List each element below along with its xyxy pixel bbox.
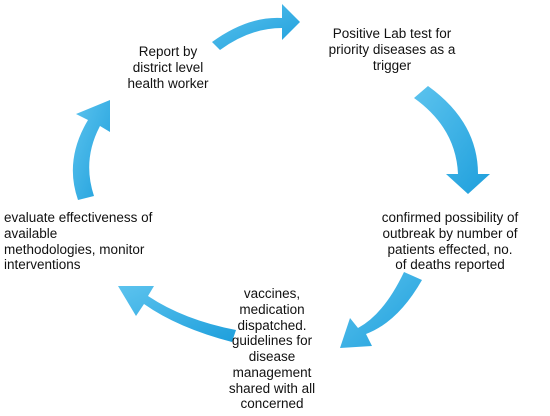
step-evaluate-text: evaluate effectiveness of available meth… bbox=[4, 210, 153, 273]
arrow-evaluate-to-report bbox=[72, 100, 110, 200]
arrow-lab-to-confirm bbox=[414, 86, 490, 194]
arrow-report-to-lab bbox=[212, 4, 300, 50]
step-confirm-outbreak-text: confirmed possibility of outbreak by num… bbox=[381, 210, 519, 273]
step-vaccines-dispatched-text: vaccines, medication dispatched. guideli… bbox=[228, 286, 316, 412]
arrow-vaccines-to-evaluate bbox=[118, 286, 236, 342]
arrow-confirm-to-vaccines bbox=[340, 272, 422, 348]
step-lab-test-text: Positive Lab test for priority diseases … bbox=[328, 26, 456, 73]
step-report-text: Report by district level health worker bbox=[127, 44, 209, 91]
